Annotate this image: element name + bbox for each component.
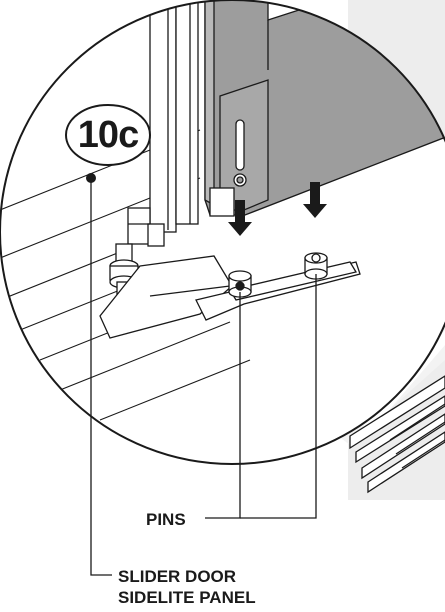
detail-circle-outline (0, 0, 445, 465)
down-arrow-right (303, 182, 327, 218)
step-badge (65, 104, 151, 166)
panel-callout-line-2: SIDELITE PANEL (118, 588, 256, 607)
pin-left (228, 270, 252, 298)
track-rail-detail (349, 375, 445, 494)
pins-callout: PINS (146, 510, 186, 529)
step-number: 10c (77, 113, 139, 156)
panel-callout: SLIDER DOOR SIDELITE PANEL (118, 566, 318, 608)
panel-callout-line-1: SLIDER DOOR (118, 567, 237, 586)
down-arrow-left (228, 200, 252, 236)
leader-lines (90, 178, 317, 576)
detail-magnifier (0, 0, 445, 421)
